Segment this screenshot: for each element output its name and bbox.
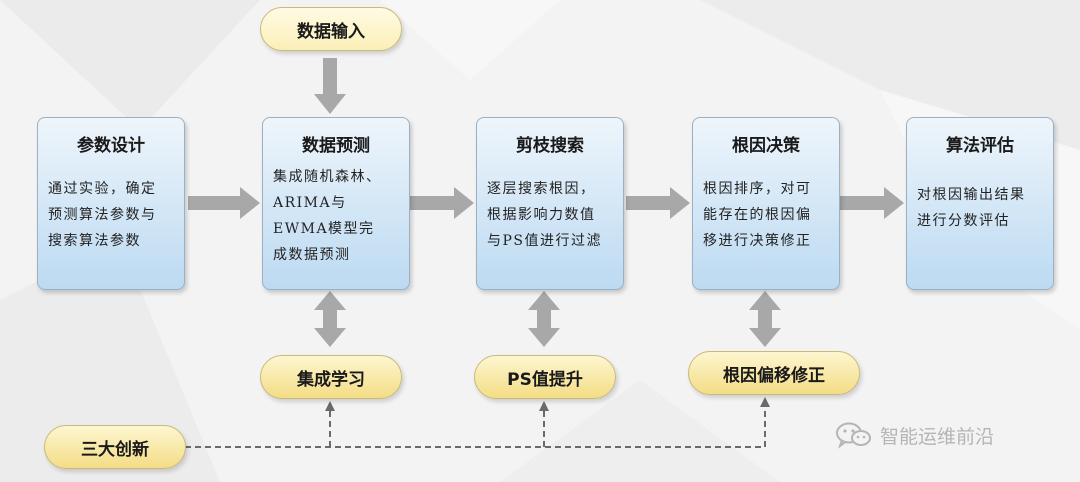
three-innovations-label: 三大创新 (81, 439, 149, 460)
root-offset-pill: 根因偏移修正 (688, 351, 860, 395)
ps-boost-label: PS值提升 (507, 369, 583, 390)
data-input-label: 数据输入 (297, 21, 365, 42)
wechat-icon (836, 422, 871, 449)
data-predict-box: 数据预测 集成随机森林、 ARIMA与 EWMA模型完 成数据预测 (262, 117, 410, 290)
three-innovations-pill: 三大创新 (44, 425, 186, 469)
predict-line: 成数据预测 (273, 247, 351, 263)
param-line: 搜索算法参数 (48, 233, 141, 249)
ps-boost-pill: PS值提升 (474, 355, 616, 399)
prune-line: 逐层搜索根因， (487, 181, 596, 197)
root-line: 移进行决策修正 (703, 233, 812, 249)
data-predict-title: 数据预测 (302, 136, 370, 156)
root-line: 能存在的根因偏 (703, 207, 812, 223)
arrow-predict-ensemble (314, 291, 346, 347)
algo-eval-box: 算法评估 对根因输出结果 进行分数评估 (906, 117, 1054, 290)
ensemble-learning-pill: 集成学习 (260, 355, 402, 399)
prune-line: 根据影响力数值 (487, 207, 596, 223)
predict-line: EWMA模型完 (273, 221, 375, 237)
watermark-text: 智能运维前沿 (880, 425, 995, 448)
arrow-param-to-predict (188, 187, 260, 219)
watermark: 智能运维前沿 (834, 420, 994, 450)
dashed-head-ps (539, 401, 549, 411)
algo-eval-title: 算法评估 (946, 136, 1014, 156)
predict-line: ARIMA与 (273, 195, 347, 211)
root-line: 根因排序，对可 (703, 181, 812, 197)
data-input-node: 数据输入 (260, 7, 402, 51)
param-design-title: 参数设计 (77, 136, 145, 156)
param-line: 预测算法参数与 (48, 207, 157, 223)
param-line: 通过实验，确定 (48, 181, 157, 197)
arrow-root-offset (749, 291, 781, 347)
root-decision-title: 根因决策 (732, 136, 800, 156)
prune-search-box: 剪枝搜索 逐层搜索根因， 根据影响力数值 与PS值进行过滤 (476, 117, 624, 290)
eval-line: 对根因输出结果 (917, 187, 1026, 203)
arrow-prune-to-root (626, 187, 690, 219)
prune-search-title: 剪枝搜索 (516, 136, 584, 156)
arrow-predict-to-prune (410, 187, 474, 219)
param-design-box: 参数设计 通过实验，确定 预测算法参数与 搜索算法参数 (37, 117, 185, 290)
arrow-input-to-predict (314, 58, 346, 114)
root-decision-box: 根因决策 根因排序，对可 能存在的根因偏 移进行决策修正 (692, 117, 840, 290)
ensemble-learning-label: 集成学习 (297, 369, 365, 390)
root-offset-label: 根因偏移修正 (723, 365, 825, 386)
arrow-prune-ps (528, 291, 560, 347)
predict-line: 集成随机森林、 (273, 169, 382, 185)
dashed-head-ensemble (325, 401, 335, 411)
prune-line: 与PS值进行过滤 (487, 233, 603, 249)
arrow-root-to-eval (840, 187, 904, 219)
eval-line: 进行分数评估 (917, 213, 1010, 229)
dashed-head-offset (760, 397, 770, 407)
